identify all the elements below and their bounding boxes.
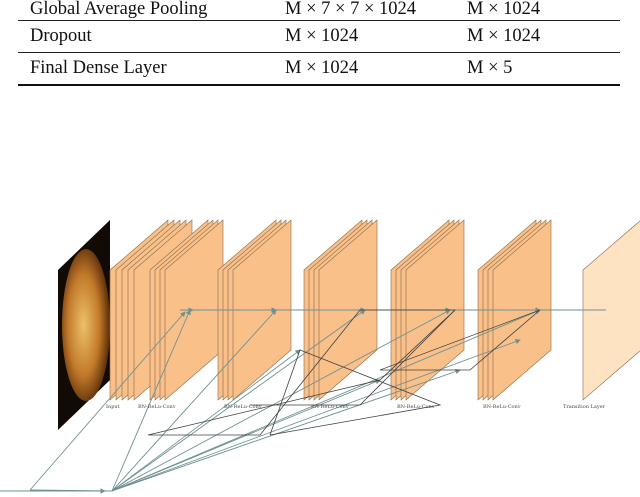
dense-connection-outline [250, 309, 456, 406]
skip-connection-arrow [29, 311, 186, 491]
skip-connection-arrow [111, 309, 191, 492]
dense-connection-outline [379, 309, 541, 371]
skip-connection-arrow [111, 309, 541, 492]
input-shape-cell: M × 7 × 7 × 1024 [285, 0, 416, 19]
output-shape-cell: M × 1024 [467, 0, 541, 19]
input-image [58, 220, 110, 430]
densenet-diagram: Input BN-ReLu-Conv BN-ReLu-Conv BN-ReLu-… [0, 200, 640, 497]
transition-layer-slab [582, 220, 640, 401]
label-block-4: BN-ReLu-Conv [397, 404, 435, 410]
output-shape-cell: M × 5 [467, 58, 513, 79]
table-row: Global Average Pooling M × 7 × 7 × 1024 … [18, 0, 620, 21]
skip-connection-arrow [111, 309, 366, 492]
skip-connection-arrow [111, 349, 301, 492]
layers-table: Global Average Pooling M × 7 × 7 × 1024 … [18, 0, 620, 86]
skip-connection-arrow [111, 309, 277, 492]
layer-name-cell: Final Dense Layer [30, 58, 167, 79]
architecture-table: Global Average Pooling M × 7 × 7 × 1024 … [18, 0, 620, 86]
dense-connection-outline [147, 309, 457, 436]
label-block-3: BN-ReLu-Conv [311, 404, 349, 410]
diagram-svg: Input BN-ReLu-Conv BN-ReLu-Conv BN-ReLu-… [0, 219, 640, 494]
skip-connection-arrow [111, 379, 381, 492]
retina-icon [62, 249, 110, 401]
label-block-5: BN-ReLu-Conv [483, 404, 521, 410]
label-block-1: BN-ReLu-Conv [138, 404, 176, 410]
label-block-2: BN-ReLu-Conv [224, 404, 262, 410]
layer-name-cell: Global Average Pooling [30, 0, 208, 19]
skip-connection-arrow [111, 309, 451, 492]
label-input: Input [106, 404, 120, 410]
skip-connection-arrow [111, 339, 521, 492]
table-row: Dropout M × 1024 M × 1024 [18, 21, 620, 53]
input-shape-cell: M × 1024 [285, 26, 359, 47]
skip-connection-arrow [29, 489, 113, 492]
dense-connection-outline [269, 349, 442, 436]
table-row: Final Dense Layer M × 1024 M × 5 [18, 53, 620, 85]
input-shape-cell: M × 1024 [285, 58, 359, 79]
output-shape-cell: M × 1024 [467, 26, 541, 47]
label-transition: Transition Layer [563, 404, 606, 410]
layer-name-cell: Dropout [30, 26, 92, 47]
